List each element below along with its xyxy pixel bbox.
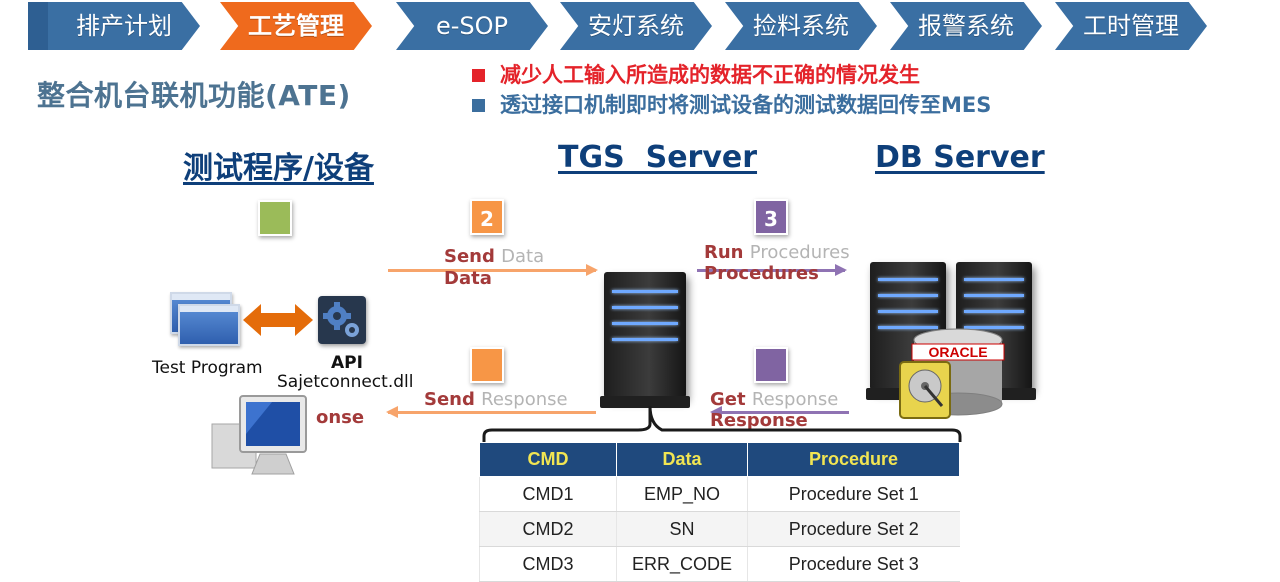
api-gear-icon	[318, 296, 366, 344]
server-bay	[612, 306, 678, 309]
send-response-sublabel: onse	[316, 407, 365, 428]
server-bay	[963, 278, 1025, 281]
run-procedures-arrow	[697, 264, 847, 276]
server-bay	[612, 338, 678, 341]
nav-item-picking[interactable]: 捡料系统	[725, 2, 877, 50]
server-bay	[612, 290, 678, 293]
table-row: CMD1 EMP_NO Procedure Set 1	[479, 476, 960, 512]
table-header-data: Data	[616, 442, 748, 477]
window-front	[178, 304, 240, 346]
column-header-test-program: 测试程序/设备	[183, 151, 374, 186]
hard-drive-icon	[899, 361, 951, 419]
nav-cap	[28, 2, 48, 50]
server-bay	[612, 322, 678, 325]
bullet-item: 减少人工输入所造成的数据不正确的情况发生	[470, 60, 991, 90]
table-cell: SN	[616, 511, 748, 547]
nav-item-labor-hours[interactable]: 工时管理	[1055, 2, 1207, 50]
server-base	[600, 396, 690, 408]
table-cell: CMD3	[479, 546, 617, 582]
double-arrow-icon	[243, 304, 313, 336]
table-cell: Procedure Set 1	[747, 476, 960, 512]
table-cell: Procedure Set 3	[747, 546, 960, 582]
send-data-label: Send Data	[444, 246, 545, 267]
get-response-label: Get Response	[710, 389, 839, 410]
server-bay	[877, 278, 939, 281]
table-cell: EMP_NO	[616, 476, 748, 512]
column-header-tgs-server: TGS Server	[558, 140, 758, 175]
dll-label: Sajetconnect.dll	[277, 372, 414, 392]
table-cell: Procedure Set 2	[747, 511, 960, 547]
step-3-box: 3	[754, 199, 788, 235]
server-bay	[963, 326, 1025, 329]
get-response-sublabel: Response	[710, 410, 808, 431]
bullet-list: 减少人工输入所造成的数据不正确的情况发生 透过接口机制即时将测试设备的测试数据回…	[470, 60, 991, 120]
brace-connector	[482, 405, 962, 442]
bullet-item: 透过接口机制即时将测试设备的测试数据回传至MES	[470, 90, 991, 120]
tgs-server-icon	[600, 272, 690, 408]
oracle-badge-text: ORACLE	[928, 344, 987, 360]
get-response-arrow	[710, 406, 849, 418]
nav-item-alarm[interactable]: 报警系统	[890, 2, 1042, 50]
table-header-row: CMD Data Procedure	[479, 442, 960, 477]
bullet-square-icon	[472, 99, 485, 112]
top-nav: 排产计划 工艺管理 e-SOP 安灯系统 捡料系统 报警系统 工时管理	[28, 0, 1258, 52]
api-label: API	[331, 353, 363, 373]
nav-item-andon[interactable]: 安灯系统	[560, 2, 712, 50]
step-5-box	[754, 347, 788, 383]
server-bay	[877, 294, 939, 297]
server-bay	[963, 294, 1025, 297]
column-header-db-server: DB Server	[875, 140, 1045, 175]
server-bay	[877, 310, 939, 313]
table-header-cmd: CMD	[479, 442, 617, 477]
test-program-window-icon	[170, 292, 242, 354]
send-data-arrow	[388, 264, 598, 276]
nav-item-process-mgmt[interactable]: 工艺管理	[220, 2, 372, 50]
bullet-text: 减少人工输入所造成的数据不正确的情况发生	[500, 63, 920, 87]
nav-item-scheduling[interactable]: 排产计划	[48, 2, 200, 50]
test-program-label: Test Program	[152, 358, 263, 378]
step-1-box	[258, 200, 292, 236]
table-row: CMD2 SN Procedure Set 2	[479, 511, 960, 547]
step-4-box	[470, 347, 504, 383]
step-2-box: 2	[470, 199, 504, 235]
run-procedures-sublabel: Procedures	[704, 263, 819, 284]
page-title: 整合机台联机功能(ATE)	[37, 79, 351, 112]
table-cell: ERR_CODE	[616, 546, 748, 582]
table-cell: CMD2	[479, 511, 617, 547]
nav-item-esop[interactable]: e-SOP	[396, 2, 548, 50]
table-cell: CMD1	[479, 476, 617, 512]
send-response-label: Send Response	[424, 389, 568, 410]
send-response-arrow	[386, 406, 596, 418]
server-bay	[877, 326, 939, 329]
bullet-text: 透过接口机制即时将测试设备的测试数据回传至MES	[500, 93, 992, 117]
send-data-sublabel: Data	[444, 268, 492, 289]
run-procedures-label: Run Procedures	[704, 242, 850, 263]
bullet-square-icon	[472, 69, 485, 82]
server-bay	[963, 310, 1025, 313]
test-computer-icon	[211, 395, 307, 475]
table-row: CMD3 ERR_CODE Procedure Set 3	[479, 546, 960, 582]
command-table: CMD Data Procedure CMD1 EMP_NO Procedure…	[479, 442, 960, 582]
table-header-procedure: Procedure	[747, 442, 960, 477]
oracle-database-icon: ORACLE	[911, 328, 1005, 416]
